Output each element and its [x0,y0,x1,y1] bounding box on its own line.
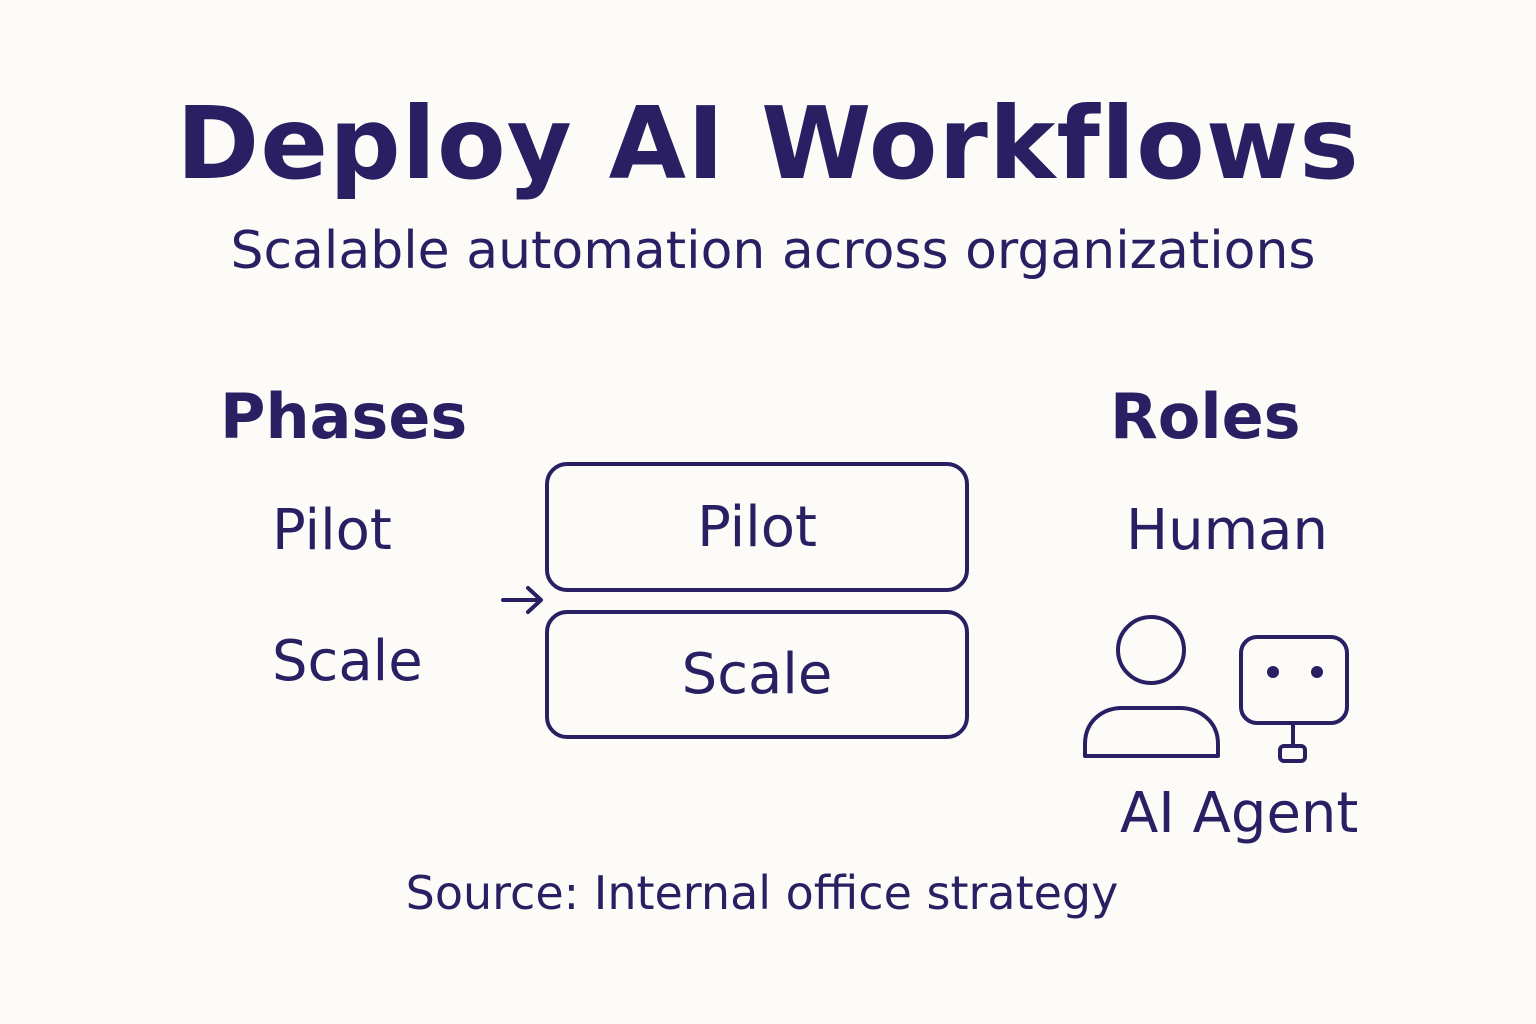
phases-heading: Phases [220,380,468,453]
page-subtitle: Scalable automation across organizations [230,221,1316,281]
phase-box-pilot: Pilot [545,462,969,592]
role-label-human: Human [1126,498,1328,563]
source-note: Source: Internal office strategy [405,866,1119,920]
phase-box-pilot-label: Pilot [697,494,817,560]
robot-icon [1239,635,1349,763]
page-title: Deploy AI Workflows [176,85,1360,202]
person-icon [1083,615,1220,758]
phase-box-scale: Scale [545,610,969,739]
phase-box-scale-label: Scale [681,642,833,707]
arrow-right-icon [501,586,543,614]
roles-heading: Roles [1110,380,1301,453]
phase-label-scale: Scale [272,629,423,694]
role-label-ai-agent: AI Agent [1120,781,1359,846]
phase-label-pilot: Pilot [272,498,392,563]
